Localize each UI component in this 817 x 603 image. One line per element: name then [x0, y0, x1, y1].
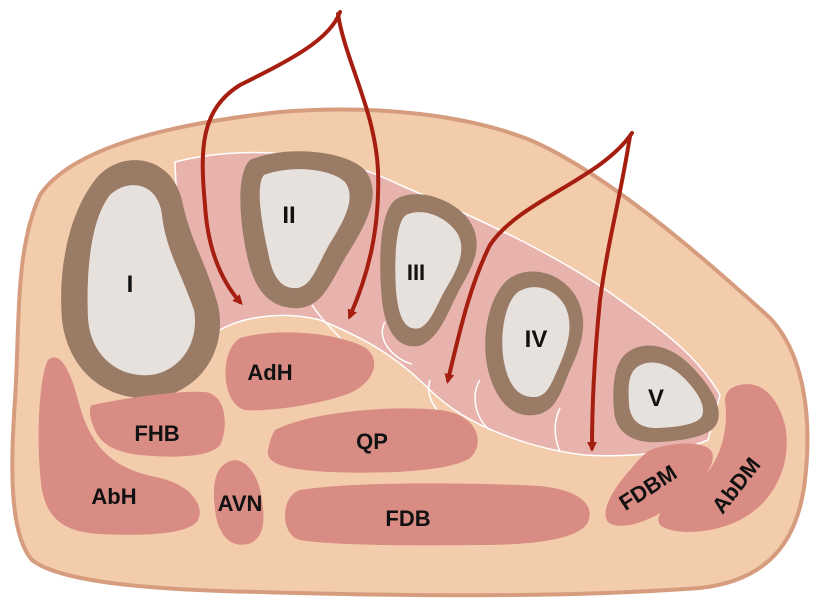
muscle-label-abh: AbH — [91, 484, 136, 509]
muscle-label-qp: QP — [356, 429, 388, 454]
bone-label-i: I — [127, 271, 134, 298]
bone-label-iii: III — [407, 260, 425, 285]
muscle-label-adh: AdH — [247, 360, 292, 385]
bone-label-v: V — [648, 385, 664, 412]
muscle-label-avn: AVN — [218, 491, 263, 516]
muscle-label-fdb: FDB — [385, 506, 430, 531]
muscle-fdb: FDB — [285, 483, 590, 545]
bone-label-iv: IV — [525, 326, 548, 353]
muscle-label-fhb: FHB — [134, 421, 179, 446]
bone-label-ii: II — [282, 202, 295, 229]
